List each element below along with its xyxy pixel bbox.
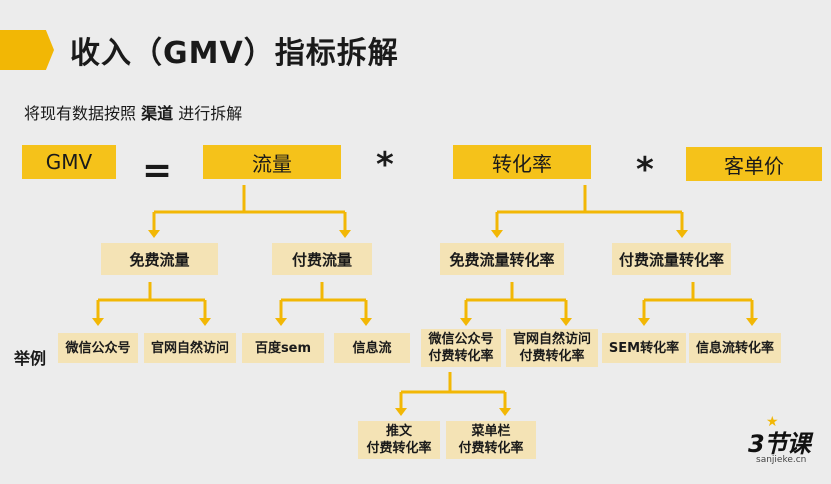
traffic-box: 流量 <box>203 145 341 179</box>
multiply-sign-2: * <box>636 150 654 190</box>
example-feed-conversion: 信息流转化率 <box>689 333 781 363</box>
free-traffic-label: 免费流量 <box>129 250 190 269</box>
aov-box: 客单价 <box>686 147 822 181</box>
subtitle-suffix: 进行拆解 <box>173 104 243 123</box>
star-icon: ★ <box>766 414 779 430</box>
example-wechat: 微信公众号 <box>58 333 138 363</box>
multiply-sign-1: * <box>376 145 394 185</box>
conversion-label: 转化率 <box>492 151 552 176</box>
example-official-conversion-line2: 付费转化率 <box>519 349 585 364</box>
example-wechat-conversion: 微信公众号 付费转化率 <box>421 329 501 367</box>
free-traffic-box: 免费流量 <box>101 243 218 275</box>
example-wechat-label: 微信公众号 <box>65 340 131 356</box>
example-official-site: 官网自然访问 <box>144 333 236 363</box>
gmv-label: GMV <box>45 150 93 174</box>
traffic-label: 流量 <box>252 151 292 176</box>
example-wechat-conversion-line2: 付费转化率 <box>428 349 494 364</box>
logo-main-text: 3节课 <box>748 430 811 458</box>
example-sem-conversion-label: SEM转化率 <box>608 340 680 356</box>
title-accent-tab <box>0 30 54 70</box>
example-baidu-sem: 百度sem <box>242 333 324 363</box>
example-post-conversion-line2: 付费转化率 <box>366 441 432 456</box>
subtitle-prefix: 将现有数据按照 <box>24 104 142 123</box>
brand-logo: ★ 3节课 sanjieke.cn <box>748 414 811 465</box>
logo-sub-text: sanjieke.cn <box>756 455 807 465</box>
example-feed-conversion-label: 信息流转化率 <box>695 340 774 356</box>
aov-label: 客单价 <box>724 153 784 178</box>
page-title: 收入（GMV）指标拆解 <box>70 36 399 71</box>
example-sem-conversion: SEM转化率 <box>602 333 686 363</box>
paid-conversion-box: 付费流量转化率 <box>612 243 731 275</box>
example-menu-conversion-line1: 菜单栏 <box>471 424 511 439</box>
example-feed: 信息流 <box>334 333 410 363</box>
example-menu-conversion: 菜单栏 付费转化率 <box>446 421 536 459</box>
paid-traffic-box: 付费流量 <box>272 243 372 275</box>
example-post-conversion-line1: 推文 <box>385 424 412 439</box>
example-official-conversion-line1: 官网自然访问 <box>512 332 591 347</box>
example-baidu-sem-label: 百度sem <box>254 340 312 356</box>
example-menu-conversion-line2: 付费转化率 <box>458 441 524 456</box>
example-feed-label: 信息流 <box>352 340 392 356</box>
free-conversion-label: 免费流量转化率 <box>449 250 555 269</box>
example-official-conversion: 官网自然访问 付费转化率 <box>506 329 598 367</box>
paid-conversion-label: 付费流量转化率 <box>618 250 724 269</box>
subtitle-bold: 渠道 <box>141 104 174 123</box>
example-post-conversion: 推文 付费转化率 <box>358 421 440 459</box>
example-wechat-conversion-line1: 微信公众号 <box>428 332 494 347</box>
examples-label: 举例 <box>14 349 47 368</box>
equals-sign: = <box>142 150 173 191</box>
free-conversion-box: 免费流量转化率 <box>440 243 564 275</box>
gmv-box: GMV <box>22 145 116 179</box>
paid-traffic-label: 付费流量 <box>291 250 352 269</box>
subtitle: 将现有数据按照 渠道 进行拆解 <box>24 100 242 124</box>
example-official-site-label: 官网自然访问 <box>150 340 229 356</box>
conversion-box: 转化率 <box>453 145 591 179</box>
